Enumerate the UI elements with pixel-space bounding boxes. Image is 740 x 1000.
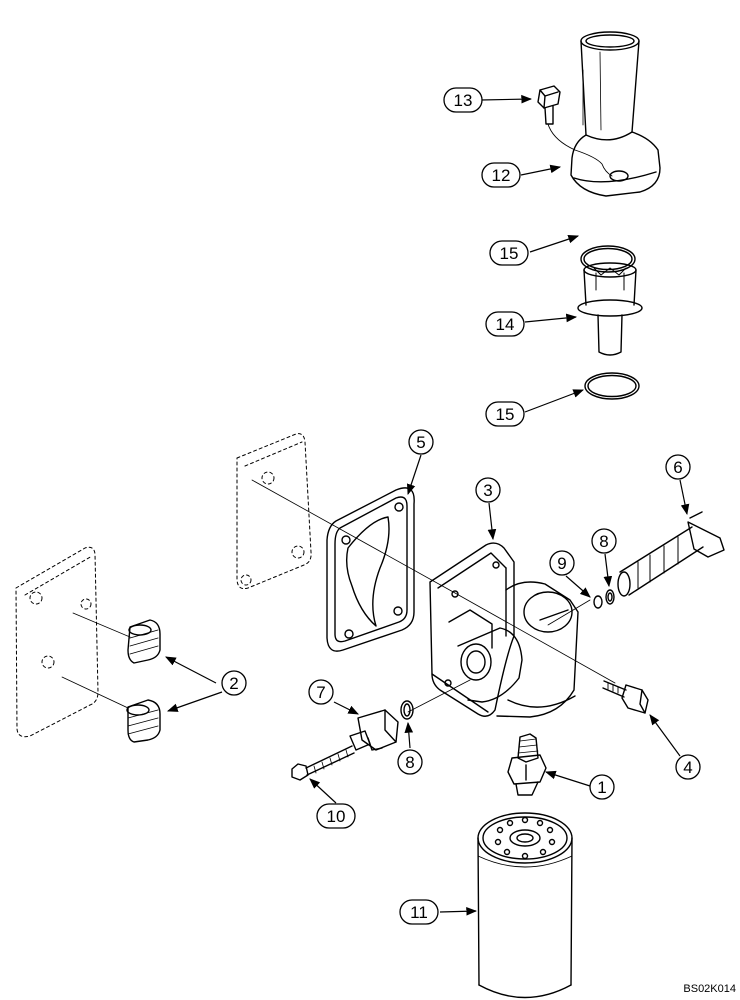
- phantom-mounting-plate-rear: [236, 433, 312, 590]
- seal-ring-lower: [584, 372, 640, 400]
- callout-8-lower: 8: [397, 749, 423, 775]
- svg-text:8: 8: [599, 532, 608, 551]
- reference-code: BS02K014: [683, 983, 736, 995]
- callout-11: 11: [399, 899, 439, 925]
- bolt-4: [602, 680, 649, 714]
- callout-8-upper: 8: [591, 528, 617, 554]
- callout-6: 6: [665, 454, 691, 480]
- callout-10: 10: [316, 803, 356, 829]
- callout-3: 3: [475, 477, 501, 503]
- callout-5: 5: [408, 429, 434, 455]
- svg-text:5: 5: [416, 433, 425, 452]
- pipe-plug-lower: [126, 699, 161, 743]
- svg-text:14: 14: [496, 315, 515, 334]
- svg-text:8: 8: [405, 753, 414, 772]
- o-ring-8-lower: [400, 700, 414, 720]
- relief-valve: [617, 511, 725, 597]
- pipe-plug-upper: [127, 619, 161, 664]
- svg-text:1: 1: [597, 778, 606, 797]
- callout-13: 13: [443, 87, 483, 113]
- svg-text:10: 10: [327, 807, 346, 826]
- callout-15-lower: 15: [485, 401, 525, 427]
- sensor-switch: [349, 709, 399, 751]
- svg-text:7: 7: [316, 683, 325, 702]
- svg-text:6: 6: [673, 458, 682, 477]
- phantom-mounting-plate-front: [15, 546, 99, 738]
- leader-arrows: [165, 94, 690, 916]
- fitting-adapter: [507, 733, 547, 796]
- o-ring-9: [593, 595, 603, 609]
- long-screw: [291, 745, 355, 781]
- callout-15-upper: 15: [489, 240, 529, 266]
- filter-head: [429, 542, 579, 718]
- callout-7: 7: [308, 679, 334, 705]
- gasket: [326, 487, 415, 652]
- svg-text:11: 11: [410, 903, 428, 922]
- svg-text:3: 3: [483, 481, 492, 500]
- water-outlet-housing: [570, 31, 661, 197]
- svg-text:9: 9: [557, 554, 566, 573]
- callout-2: 2: [221, 670, 247, 696]
- spin-on-filter: [477, 812, 573, 999]
- svg-text:4: 4: [683, 758, 692, 777]
- bolt-13: [537, 85, 613, 177]
- assembly-axis-lines: [61, 479, 616, 713]
- svg-text:13: 13: [454, 91, 473, 110]
- callout-9: 9: [549, 550, 575, 576]
- callout-1: 1: [589, 774, 615, 800]
- callout-4: 4: [675, 754, 701, 780]
- svg-text:2: 2: [229, 674, 238, 693]
- svg-text:12: 12: [492, 166, 511, 185]
- seal-ring-upper: [580, 245, 636, 273]
- callout-14: 14: [485, 311, 525, 337]
- callout-12: 12: [481, 162, 521, 188]
- thermostat: [577, 262, 643, 356]
- svg-text:15: 15: [500, 244, 519, 263]
- o-ring-8-upper: [605, 589, 615, 605]
- svg-text:15: 15: [496, 405, 515, 424]
